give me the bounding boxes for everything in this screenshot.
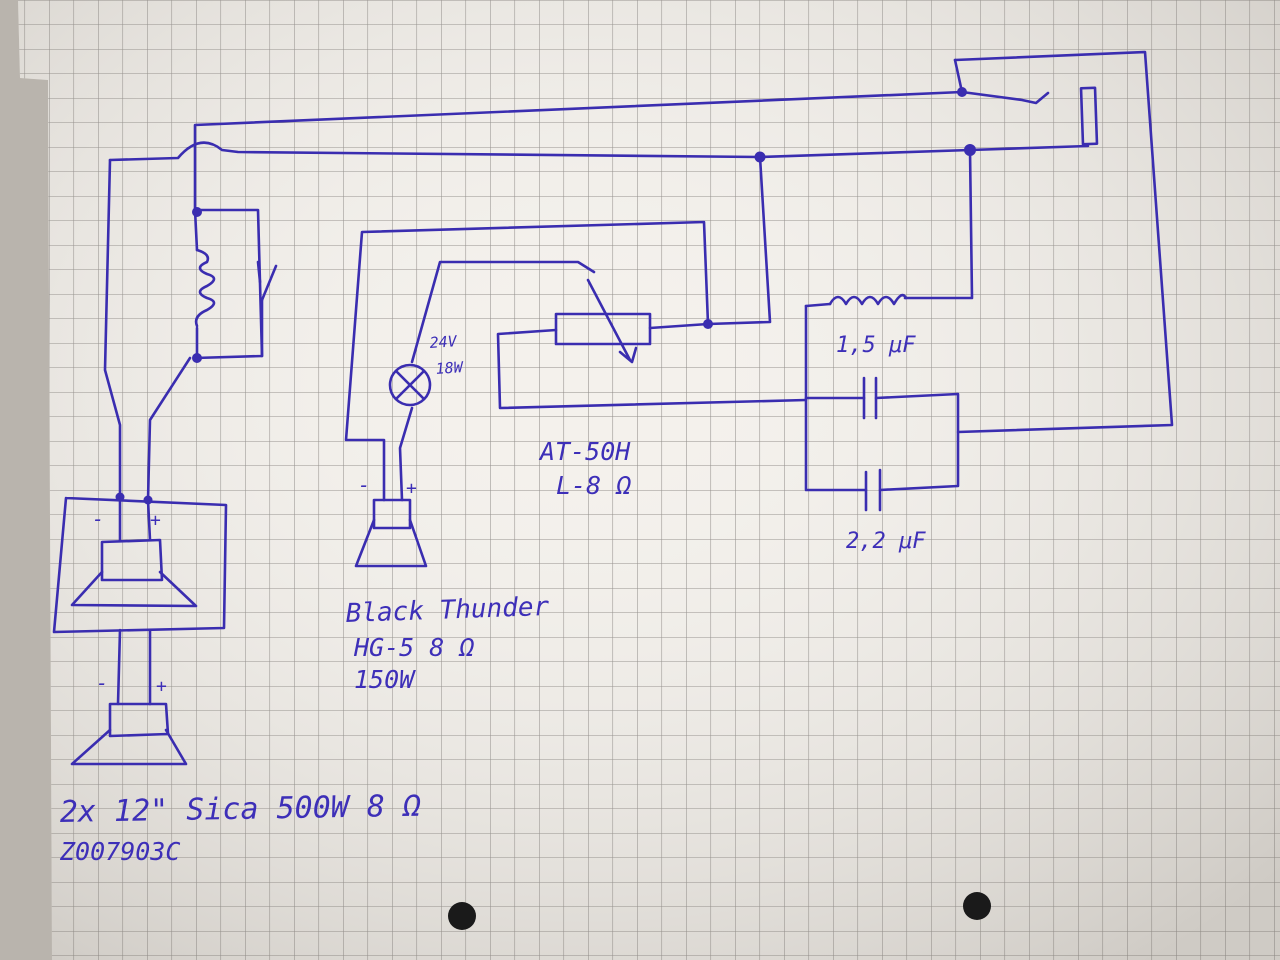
woofer-bottom-plus-label: +: [156, 676, 167, 697]
tweeter-name-label: Black Thunder: [345, 592, 550, 629]
woofer-bottom-minus-label: -: [96, 671, 108, 695]
tweeter-spec-label: HG-5 8 Ω: [353, 633, 474, 662]
attenuator-model-label: AT-50H: [538, 437, 631, 466]
binder-hole: [963, 892, 991, 920]
capacitor-bottom-label: 2,2 μF: [846, 529, 926, 554]
wiring: [52, 50, 1174, 766]
woofer-serial-label: Z007903C: [59, 837, 180, 866]
tweeter-plus-label: +: [406, 478, 417, 499]
tweeter-minus-label: -: [358, 473, 370, 497]
woofer-spec-label: 2x 12" Sica 500W 8 Ω: [60, 789, 422, 830]
junction-dots: [115, 87, 976, 505]
woofer-top-plus-label: +: [150, 510, 161, 531]
tweeter-power-label: 150W: [354, 665, 416, 694]
binder-hole: [448, 902, 476, 930]
capacitor-top-label: 1,5 μF: [836, 333, 916, 358]
woofer-top-minus-label: -: [92, 507, 104, 531]
lamp-power-label: 18W: [435, 358, 465, 378]
attenuator-spec-label: L-8 Ω: [556, 471, 631, 500]
lamp-voltage-label: 24V: [429, 332, 458, 352]
